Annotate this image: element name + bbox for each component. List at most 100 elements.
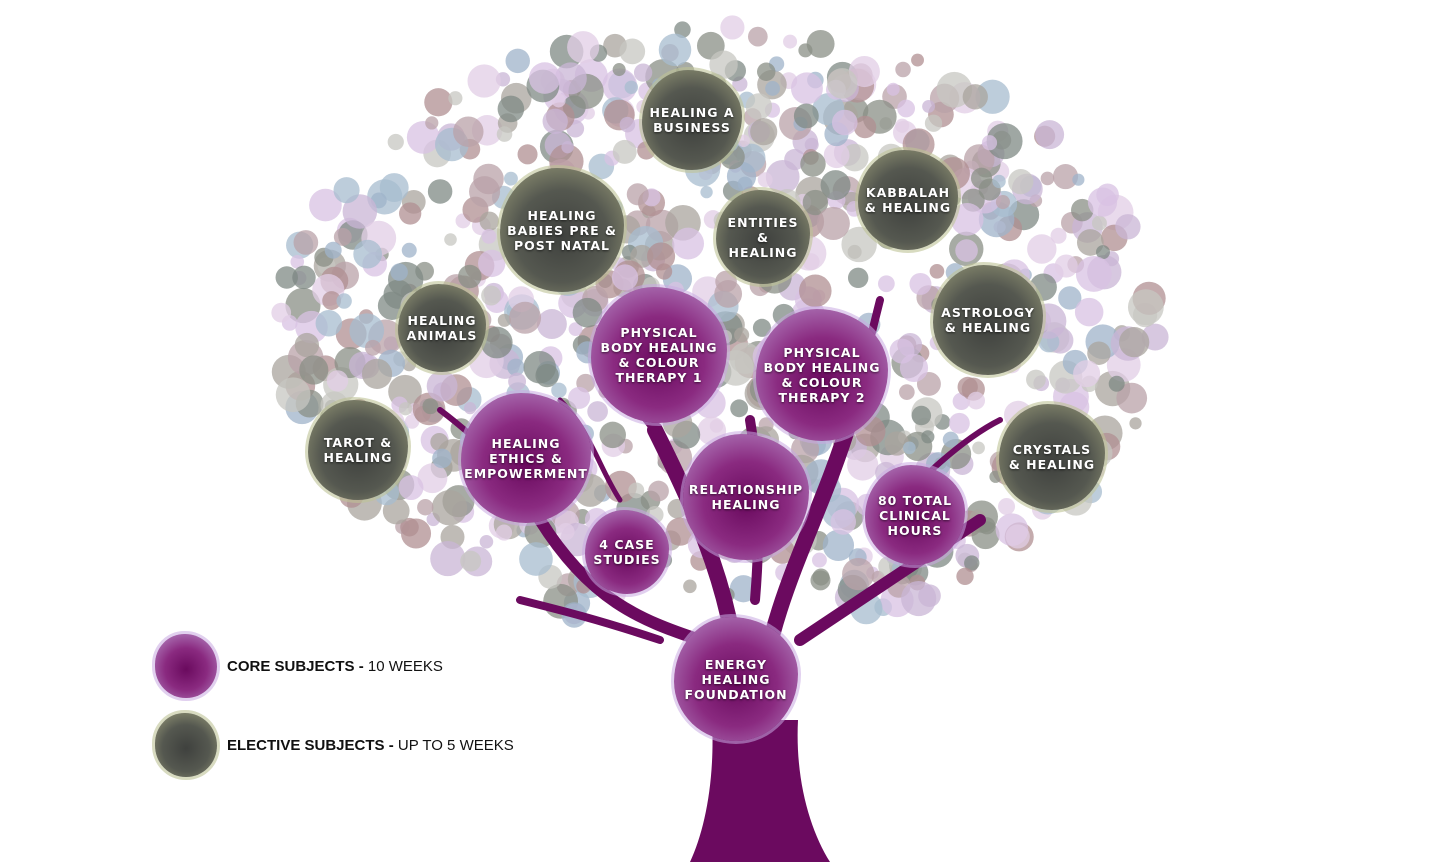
canopy-blob xyxy=(800,151,826,177)
canopy-blob xyxy=(665,517,695,546)
canopy-blob xyxy=(361,358,393,389)
canopy-blob xyxy=(458,264,482,289)
canopy-blob xyxy=(720,15,745,40)
elective-subject-node: HEALING BABIES PRE & POST NATAL xyxy=(500,168,624,292)
canopy-blob xyxy=(810,570,831,591)
canopy-blob xyxy=(1058,286,1082,310)
canopy-blob xyxy=(942,431,959,448)
canopy-blob xyxy=(826,68,858,99)
subject-label: RELATIONSHIP HEALING xyxy=(688,482,804,512)
canopy-blob xyxy=(929,263,945,279)
canopy-blob xyxy=(602,68,638,104)
subject-label: TAROT & HEALING xyxy=(323,435,393,465)
canopy-blob xyxy=(998,498,1016,516)
canopy-blob xyxy=(517,144,538,165)
canopy-blob xyxy=(709,50,738,79)
canopy-blob xyxy=(342,194,378,229)
canopy-blob xyxy=(542,108,568,134)
canopy-blob xyxy=(658,33,692,67)
canopy-blob xyxy=(793,103,819,129)
canopy-blob xyxy=(275,377,311,413)
core-subject-node: PHYSICAL BODY HEALING & COLOUR THERAPY 1 xyxy=(591,287,727,423)
canopy-blob xyxy=(333,177,360,204)
canopy-blob xyxy=(377,291,407,320)
elective-subject-node: CRYSTALS & HEALING xyxy=(999,404,1105,510)
canopy-blob xyxy=(1129,417,1142,430)
canopy-blob xyxy=(811,552,827,568)
canopy-blob xyxy=(911,405,932,426)
canopy-blob xyxy=(1074,297,1104,327)
canopy-blob xyxy=(612,63,626,77)
canopy-blob xyxy=(924,114,943,132)
canopy-blob xyxy=(495,524,513,541)
canopy-blob xyxy=(956,567,974,586)
canopy-blob xyxy=(554,62,587,95)
canopy-blob xyxy=(508,372,527,391)
canopy-blob xyxy=(847,449,879,481)
canopy-blob xyxy=(674,21,691,38)
core-swatch-icon xyxy=(155,634,217,698)
canopy-blob xyxy=(802,253,820,271)
canopy-blob xyxy=(962,84,988,110)
canopy-blob xyxy=(798,43,813,58)
canopy-blob xyxy=(448,91,463,106)
subject-label: HEALING BABIES PRE & POST NATAL xyxy=(507,207,617,253)
canopy-blob xyxy=(757,62,776,81)
canopy-blob xyxy=(599,421,626,449)
canopy-blob xyxy=(963,144,995,175)
canopy-blob xyxy=(624,80,639,95)
canopy-blob xyxy=(504,171,518,186)
subject-label: PHYSICAL BODY HEALING & COLOUR THERAPY 2 xyxy=(763,345,881,405)
legend-core-title: CORE SUBJECTS - xyxy=(227,657,364,675)
canopy-blob xyxy=(469,176,501,208)
canopy-blob xyxy=(611,264,639,291)
canopy-blob xyxy=(841,226,877,263)
subject-label: ENERGY HEALING FOUNDATION xyxy=(684,656,788,702)
canopy-blob xyxy=(460,550,482,572)
core-subject-node: ENERGY HEALING FOUNDATION xyxy=(674,617,798,741)
elective-subject-node: ASTROLOGY & HEALING xyxy=(933,265,1043,375)
canopy-blob xyxy=(425,116,439,130)
canopy-blob xyxy=(480,326,513,359)
elective-subject-node: TAROT & HEALING xyxy=(308,400,408,500)
canopy-blob xyxy=(507,358,525,376)
canopy-blob xyxy=(995,194,1011,210)
canopy-blob xyxy=(315,309,343,337)
canopy-blob xyxy=(897,99,916,118)
canopy-blob xyxy=(626,183,649,206)
canopy-blob xyxy=(417,463,448,494)
canopy-blob xyxy=(1116,382,1148,414)
canopy-blob xyxy=(1115,214,1141,240)
canopy-blob xyxy=(628,482,645,499)
canopy-blob xyxy=(970,167,993,189)
canopy-blob xyxy=(497,313,511,327)
canopy-blob xyxy=(587,401,608,422)
canopy-blob xyxy=(752,318,772,337)
canopy-blob xyxy=(902,441,916,455)
canopy-blob xyxy=(505,48,530,74)
canopy-blob xyxy=(612,139,637,164)
canopy-blob xyxy=(823,142,850,169)
canopy-blob xyxy=(922,99,936,113)
canopy-blob xyxy=(557,523,575,541)
canopy-blob xyxy=(1119,327,1150,358)
canopy-blob xyxy=(1005,524,1030,549)
subject-label: PHYSICAL BODY HEALING & COLOUR THERAPY 1 xyxy=(600,325,718,385)
canopy-blob xyxy=(957,376,978,398)
canopy-blob xyxy=(730,399,749,418)
canopy-blob xyxy=(519,542,553,576)
canopy-blob xyxy=(633,63,653,82)
canopy-blob xyxy=(333,227,352,246)
subject-label: ASTROLOGY & HEALING xyxy=(941,305,1035,335)
canopy-blob xyxy=(444,233,457,246)
canopy-blob xyxy=(1073,360,1101,388)
canopy-blob xyxy=(750,118,778,146)
canopy-blob xyxy=(1040,171,1055,186)
canopy-blob xyxy=(1027,234,1057,264)
canopy-blob xyxy=(572,297,603,328)
canopy-blob xyxy=(806,29,835,58)
canopy-blob xyxy=(1071,198,1094,222)
subject-label: CRYSTALS & HEALING xyxy=(1008,442,1096,472)
core-subject-node: 80 TOTAL CLINICAL HOURS xyxy=(865,465,965,565)
